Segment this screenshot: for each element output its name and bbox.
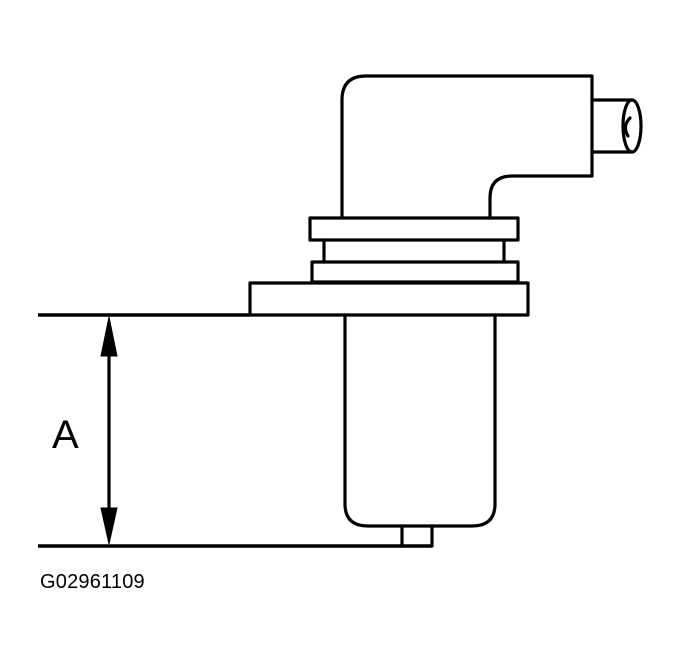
figure-code: G02961109 bbox=[40, 571, 145, 593]
sensor-cable-stub bbox=[590, 98, 634, 154]
sensor-lower-collar bbox=[310, 260, 520, 284]
dimension-arrow-down bbox=[100, 507, 118, 545]
sensor-neck bbox=[322, 238, 506, 264]
sensor-probe-body bbox=[343, 313, 497, 528]
sensor-cable-end bbox=[621, 98, 643, 154]
dimension-arrow-up bbox=[100, 316, 118, 357]
dimension-label-a: A bbox=[52, 413, 79, 457]
sensor-connector-head bbox=[340, 74, 594, 220]
sensor-upper-collar bbox=[308, 216, 520, 242]
sensor-probe-tip bbox=[400, 524, 434, 548]
sensor-cable-end-detail bbox=[623, 116, 632, 138]
sensor-mounting-flange bbox=[248, 281, 530, 317]
